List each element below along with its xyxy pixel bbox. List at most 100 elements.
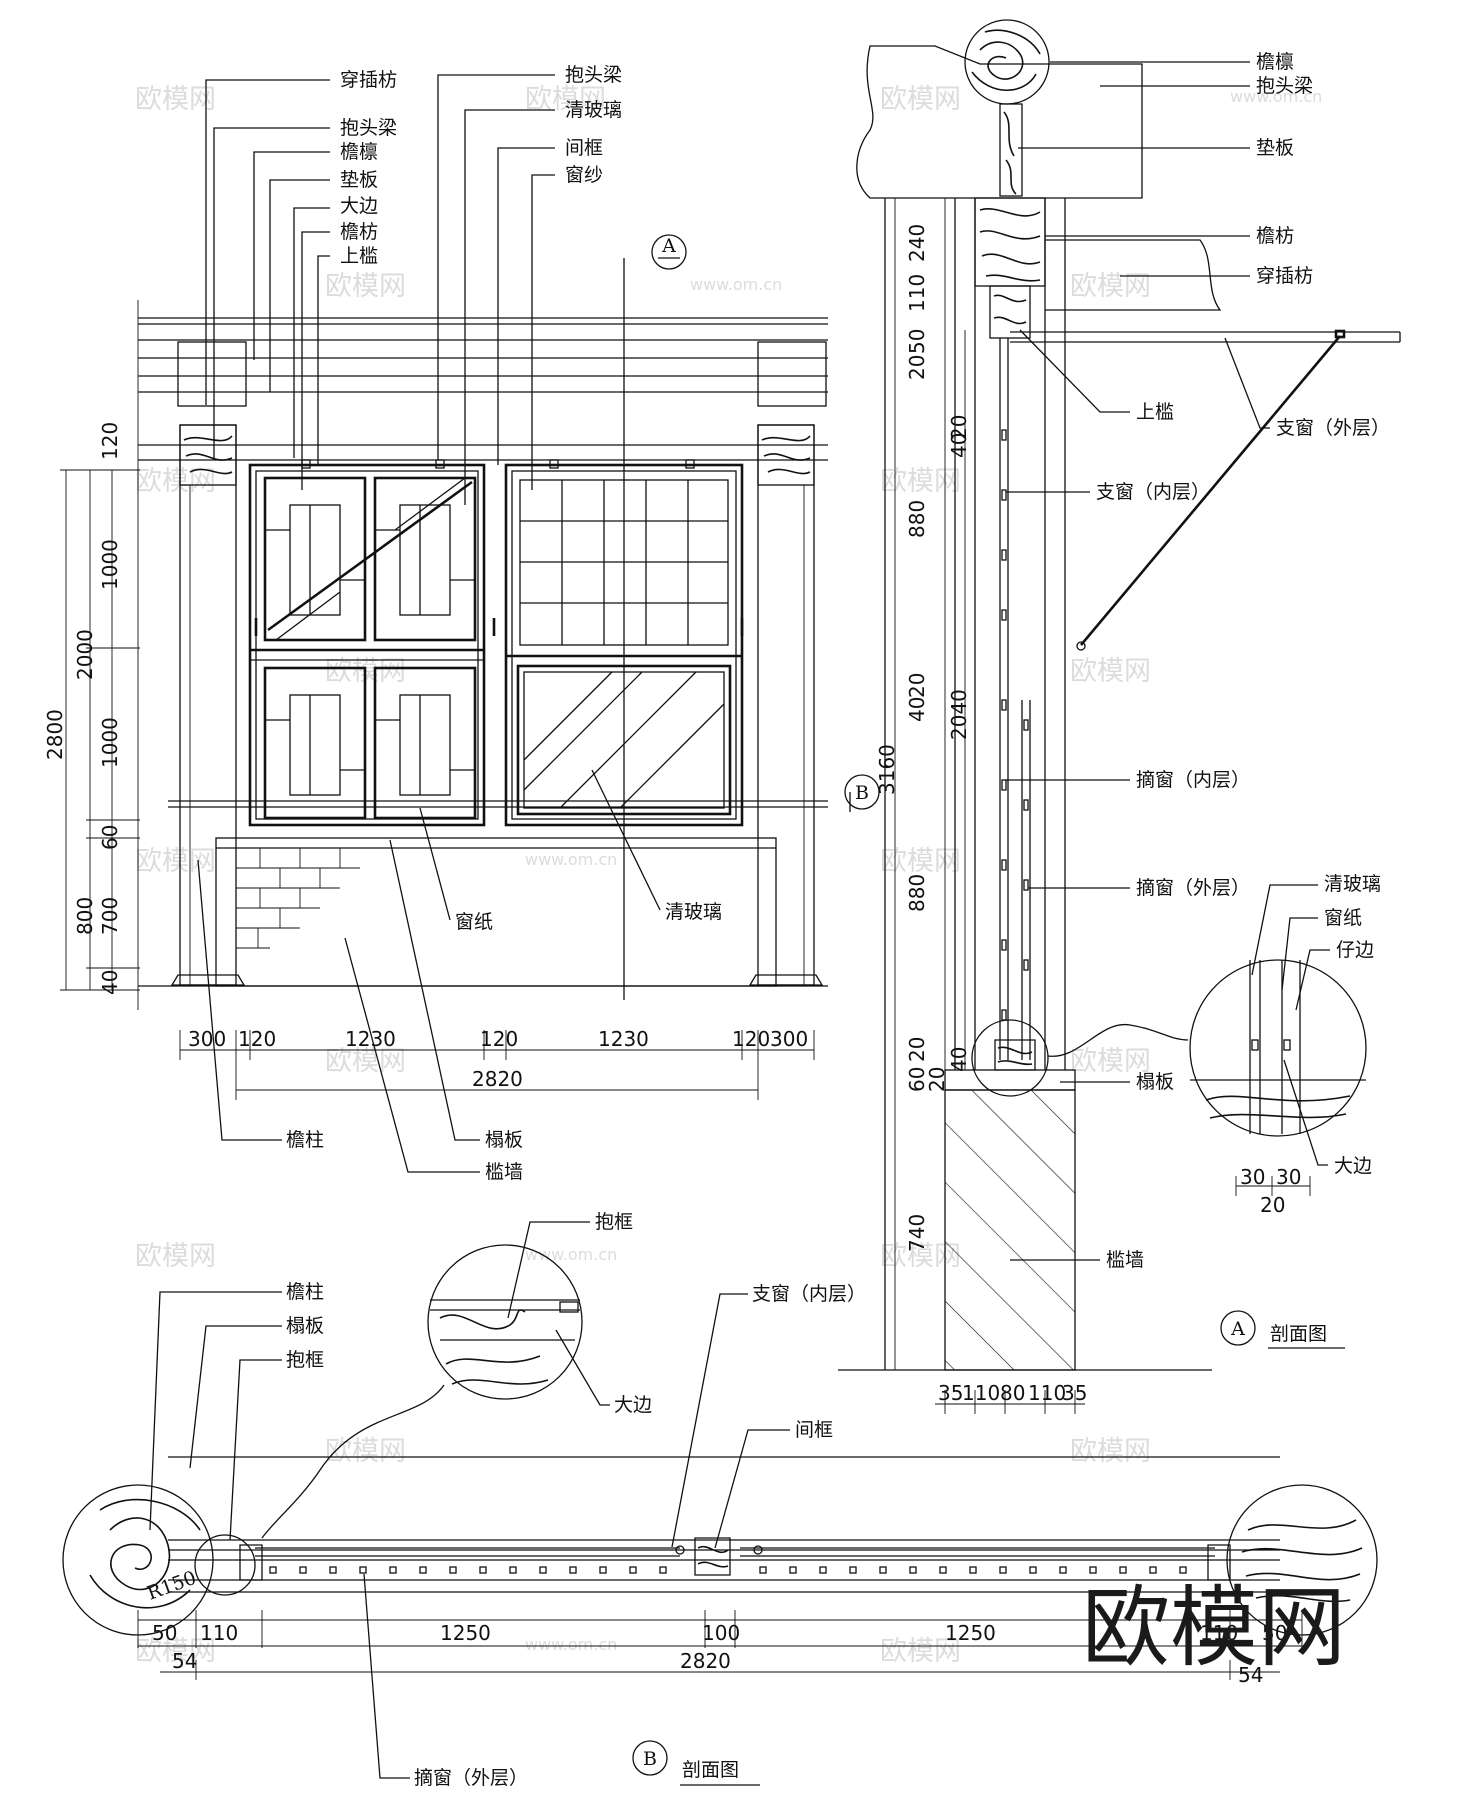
lbl-chuangsha: 窗纱 bbox=[565, 164, 603, 186]
b-lbl-dabian: 大边 bbox=[614, 1394, 652, 1416]
lbl-dianban: 垫板 bbox=[340, 169, 378, 191]
a-dimb-110b: 110 bbox=[1028, 1381, 1066, 1405]
lbl-taban: 榻板 bbox=[485, 1129, 523, 1151]
section-b-view: R150 bbox=[62, 1211, 1378, 1789]
dim-bot-120a: 120 bbox=[238, 1027, 276, 1051]
dim-left-800: 800 bbox=[73, 897, 97, 935]
b-dim-54a: 54 bbox=[172, 1649, 197, 1673]
a-lbl-shangkan: 上槛 bbox=[1136, 401, 1174, 423]
a-lbl-zhaichuang-outer: 摘窗（外层） bbox=[1136, 877, 1250, 899]
det-dabian: 大边 bbox=[1334, 1155, 1372, 1177]
wm-4: 欧模网 bbox=[325, 271, 406, 302]
wm-9: 欧模网 bbox=[1070, 656, 1151, 687]
b-lbl-baokuang-top: 抱框 bbox=[595, 1211, 633, 1233]
dim-left-2800: 2800 bbox=[43, 709, 67, 760]
b-radius: R150 bbox=[144, 1567, 199, 1605]
b-dim-50b: 50 bbox=[1262, 1621, 1287, 1645]
a-lbl-kanqiang: 槛墙 bbox=[1106, 1249, 1144, 1271]
a-dim-110: 110 bbox=[905, 274, 929, 312]
dim-left-2000: 2000 bbox=[73, 629, 97, 680]
lbl-jiankuang: 间框 bbox=[565, 137, 603, 159]
section-mark-a: A bbox=[661, 235, 676, 257]
wm-14: 欧模网 bbox=[135, 1241, 216, 1272]
lbl-baotouliang: 抱头梁 bbox=[340, 117, 397, 139]
det-chuangzhi: 窗纸 bbox=[1324, 907, 1362, 929]
b-dim-1250a: 1250 bbox=[440, 1621, 491, 1645]
wm-11: 欧模网 bbox=[880, 846, 961, 877]
det-dim-20: 20 bbox=[1260, 1193, 1285, 1217]
lbl-baotouliang-2: 抱头梁 bbox=[565, 64, 622, 86]
wm-17: 欧模网 bbox=[1070, 1436, 1151, 1467]
a-lbl-yanfang: 檐枋 bbox=[1256, 225, 1294, 247]
a-lbl-baotouliang: 抱头梁 bbox=[1256, 75, 1313, 97]
a-dim-20b: 20 bbox=[947, 415, 971, 440]
wm-1: 欧模网 bbox=[135, 84, 216, 115]
a-dimb-35a: 35 bbox=[938, 1381, 963, 1405]
b-dim-2820: 2820 bbox=[680, 1649, 731, 1673]
dim-bot-1230b: 1230 bbox=[598, 1027, 649, 1051]
b-lbl-jiankuang: 间框 bbox=[795, 1419, 833, 1441]
elevation-view: A B 穿插枋 抱头梁 檐檩 垫板 大边 檐枋 上槛 抱头梁 清玻璃 间框 窗纱… bbox=[43, 64, 880, 1183]
wm-url-1: www.om.cn bbox=[1230, 87, 1322, 106]
lbl-qingboli-2: 清玻璃 bbox=[665, 901, 722, 923]
wm-18: 欧模网 bbox=[135, 1636, 216, 1667]
wm-url-4: www.om.cn bbox=[525, 1245, 617, 1264]
wm-6: 欧模网 bbox=[135, 466, 216, 497]
det-dim-30a: 30 bbox=[1240, 1165, 1265, 1189]
wm-13: 欧模网 bbox=[1070, 1046, 1151, 1077]
wm-url-2: www.om.cn bbox=[690, 275, 782, 294]
a-lbl-zhichuang-inner: 支窗（内层） bbox=[1096, 481, 1210, 503]
b-lbl-taban: 榻板 bbox=[286, 1315, 324, 1337]
a-dim-740: 740 bbox=[905, 1214, 929, 1252]
a-dim-20d: 20 bbox=[905, 1037, 929, 1062]
wm-16: 欧模网 bbox=[325, 1436, 406, 1467]
a-dim-50: 50 bbox=[905, 329, 929, 354]
b-lbl-zhichuang-inner: 支窗（内层） bbox=[752, 1283, 866, 1305]
dim-left-1000b: 1000 bbox=[98, 717, 122, 768]
brick-pattern bbox=[236, 848, 360, 949]
lbl-chuanchafang: 穿插枋 bbox=[340, 69, 397, 91]
lbl-yanzhu: 檐柱 bbox=[286, 1129, 324, 1151]
a-dim-40a: 40 bbox=[947, 433, 971, 458]
section-mark-b: B bbox=[855, 782, 869, 804]
a-dimb-80: 80 bbox=[1000, 1381, 1025, 1405]
det-qingboli: 清玻璃 bbox=[1324, 873, 1381, 895]
a-title-mark: A bbox=[1230, 1318, 1245, 1340]
a-dim-60: 60 bbox=[905, 1067, 929, 1092]
dim-left-40: 40 bbox=[98, 970, 122, 995]
a-dim-20e: 20 bbox=[925, 1067, 949, 1092]
b-dim-110a: 110 bbox=[200, 1621, 238, 1645]
dim-bot-120c: 120 bbox=[732, 1027, 770, 1051]
a-lbl-zhaichuang-inner: 摘窗（内层） bbox=[1136, 769, 1250, 791]
dim-left-1000a: 1000 bbox=[98, 539, 122, 590]
b-lbl-baokuang: 抱框 bbox=[286, 1349, 324, 1371]
wm-7: 欧模网 bbox=[880, 466, 961, 497]
a-dim-240: 240 bbox=[905, 224, 929, 262]
watermarks: 欧模网 欧模网 欧模网 www.om.cn 欧模网 欧模网 www.om.cn … bbox=[135, 84, 1322, 1667]
dim-bot-300b: 300 bbox=[770, 1027, 808, 1051]
det-dim-30b: 30 bbox=[1276, 1165, 1301, 1189]
det-zaibian: 仔边 bbox=[1336, 939, 1374, 961]
a-dim-40b: 40 bbox=[905, 697, 929, 722]
brand-watermark-big: 欧模网 bbox=[1082, 1576, 1346, 1679]
a-dim-3160: 3160 bbox=[875, 744, 899, 795]
a-dimb-35b: 35 bbox=[1062, 1381, 1087, 1405]
b-dim-50a: 50 bbox=[152, 1621, 177, 1645]
b-title: 剖面图 bbox=[682, 1759, 739, 1781]
lbl-kanqiang: 槛墙 bbox=[485, 1161, 523, 1183]
wm-url-5: www.om.cn bbox=[525, 1635, 617, 1654]
a-dim-2040: 2040 bbox=[947, 689, 971, 740]
b-dim-1250b: 1250 bbox=[945, 1621, 996, 1645]
dim-bot-120b: 120 bbox=[480, 1027, 518, 1051]
dim-bot-300a: 300 bbox=[188, 1027, 226, 1051]
b-lbl-zhaichuang-outer: 摘窗（外层） bbox=[414, 1767, 528, 1789]
lbl-chuangzhi: 窗纸 bbox=[455, 911, 493, 933]
dim-bot-1230a: 1230 bbox=[345, 1027, 396, 1051]
a-dim-20a: 20 bbox=[905, 355, 929, 380]
wm-10: 欧模网 bbox=[135, 846, 216, 877]
dim-left-60: 60 bbox=[98, 825, 122, 850]
dim-left-120: 120 bbox=[98, 422, 122, 460]
lbl-yanlin: 檐檩 bbox=[340, 141, 378, 163]
b-dim-54b: 54 bbox=[1238, 1663, 1263, 1687]
